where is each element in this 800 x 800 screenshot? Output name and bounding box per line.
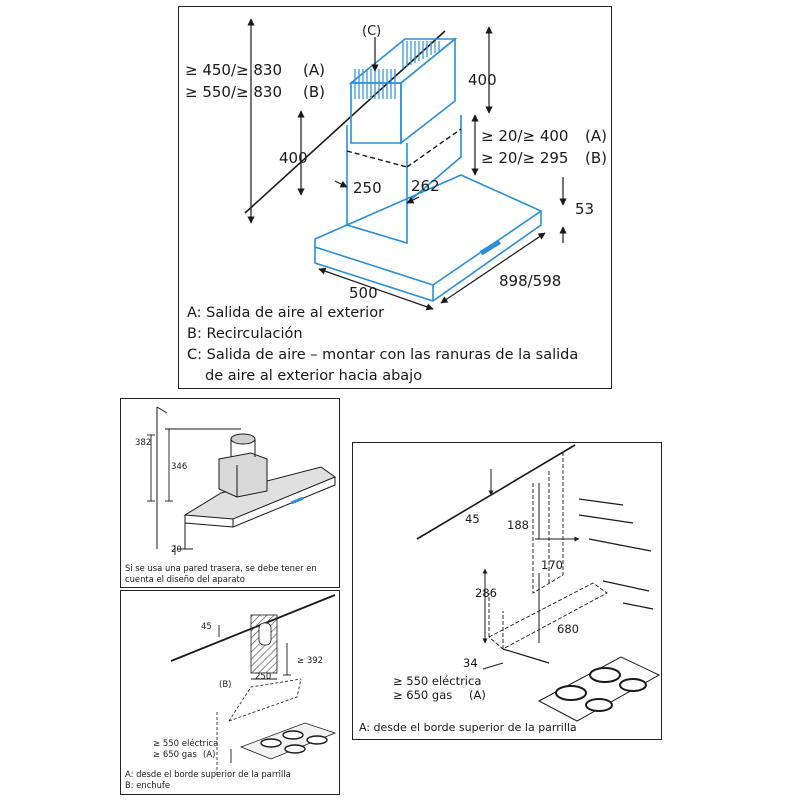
rear-wall-panel: 382 346 20 Si se usa una pared trasera, … (120, 398, 340, 588)
dim-chimney-top: 400 (468, 71, 497, 89)
dim-550: ≥ 550 eléctrica (393, 674, 481, 688)
dim-250: 250 (255, 672, 271, 682)
legend: A: Salida de aire al exterior B: Recircu… (187, 303, 607, 387)
label-a: (A) (203, 750, 215, 760)
dim-45: 45 (465, 512, 480, 526)
ceiling-line (416, 444, 576, 540)
legend-c-line1: C: Salida de aire – montar con las ranur… (187, 347, 579, 363)
socket-caption-b: B: enchufe (125, 780, 171, 790)
control-panel (479, 239, 501, 256)
label-a: (A) (469, 688, 486, 702)
main-diagram-panel: (C) ≥ 450/≥ 830 (A) ≥ 550/≥ 830 (B) 400 … (178, 6, 612, 389)
dim-392: ≥ 392 (297, 656, 323, 666)
socket-panel: 45 ≥ 392 250 (B) ≥ 550 eléctrica ≥ 650 g… (120, 590, 340, 795)
overlap-line (346, 150, 408, 168)
dim-hood-width: 898/598 (499, 272, 561, 290)
dim-gap-a-tag: (A) (585, 127, 607, 145)
legend-a: A: Salida de aire al exterior (187, 305, 385, 321)
dim-20: 20 (171, 545, 182, 555)
dim-170: 170 (541, 558, 563, 572)
chimney-lower (346, 115, 462, 245)
dim-550: ≥ 550 eléctrica (153, 738, 218, 749)
dim-45: 45 (201, 622, 212, 632)
dim-total-a-tag: (A) (303, 61, 325, 79)
dim-gap-b: ≥ 20/≥ 295 (481, 149, 568, 167)
dim-total-a: ≥ 450/≥ 830 (185, 61, 282, 79)
dim-gap-b-tag: (B) (585, 149, 607, 167)
socket-caption: A: desde el borde superior de la parrill… (125, 769, 337, 791)
dim-hood-height: 53 (575, 200, 594, 218)
dim-gap-a: ≥ 20/≥ 400 (481, 127, 568, 145)
dim-hood-depth: 500 (349, 284, 378, 302)
dim-total-b-tag: (B) (303, 83, 325, 101)
chimney-upper (348, 37, 458, 145)
label-c: (C) (362, 24, 381, 39)
label-b: (B) (219, 680, 231, 690)
dim-width-chimney: 250 (353, 179, 382, 197)
rear-wall-caption: Si se usa una pared trasera, se debe ten… (125, 563, 317, 584)
dim-650: ≥ 650 gas (393, 688, 452, 702)
dim-188: 188 (507, 518, 529, 532)
dim-depth-chimney: 262 (411, 177, 440, 195)
vent-slots (354, 41, 440, 99)
mounting-drawing: 45 188 170 286 680 34 ≥ 550 eléctrica ≥ … (393, 444, 661, 722)
wall-line (244, 30, 446, 214)
dim-34: 34 (463, 656, 478, 670)
dim-total-b: ≥ 550/≥ 830 (185, 83, 282, 101)
dim-382: 382 (135, 438, 151, 448)
dim-width-line (440, 232, 546, 304)
dim-286: 286 (475, 586, 497, 600)
legend-c-line2: de aire al exterior hacia abajo (205, 368, 423, 384)
dim-chimney-left: 400 (279, 149, 308, 167)
wall-screws (502, 498, 654, 664)
rear-wall-drawing: 382 346 20 (135, 406, 337, 555)
mounting-caption: A: desde el borde superior de la parrill… (359, 721, 577, 734)
dim-depth-line (318, 267, 434, 311)
dim-680: 680 (557, 622, 579, 636)
socket-caption-a: A: desde el borde superior de la parrill… (125, 769, 291, 779)
socket-drawing: 45 ≥ 392 250 (B) ≥ 550 eléctrica ≥ 650 g… (153, 594, 337, 775)
control-panel (291, 496, 304, 505)
legend-b: B: Recirculación (187, 326, 303, 342)
cooktop (239, 722, 337, 760)
mounting-panel: 45 188 170 286 680 34 ≥ 550 eléctrica ≥ … (352, 442, 662, 740)
dim-346: 346 (171, 462, 187, 472)
hood-dimension-drawing: (C) ≥ 450/≥ 830 (A) ≥ 550/≥ 830 (B) 400 … (185, 18, 607, 311)
dim-650: ≥ 650 gas (153, 750, 197, 760)
